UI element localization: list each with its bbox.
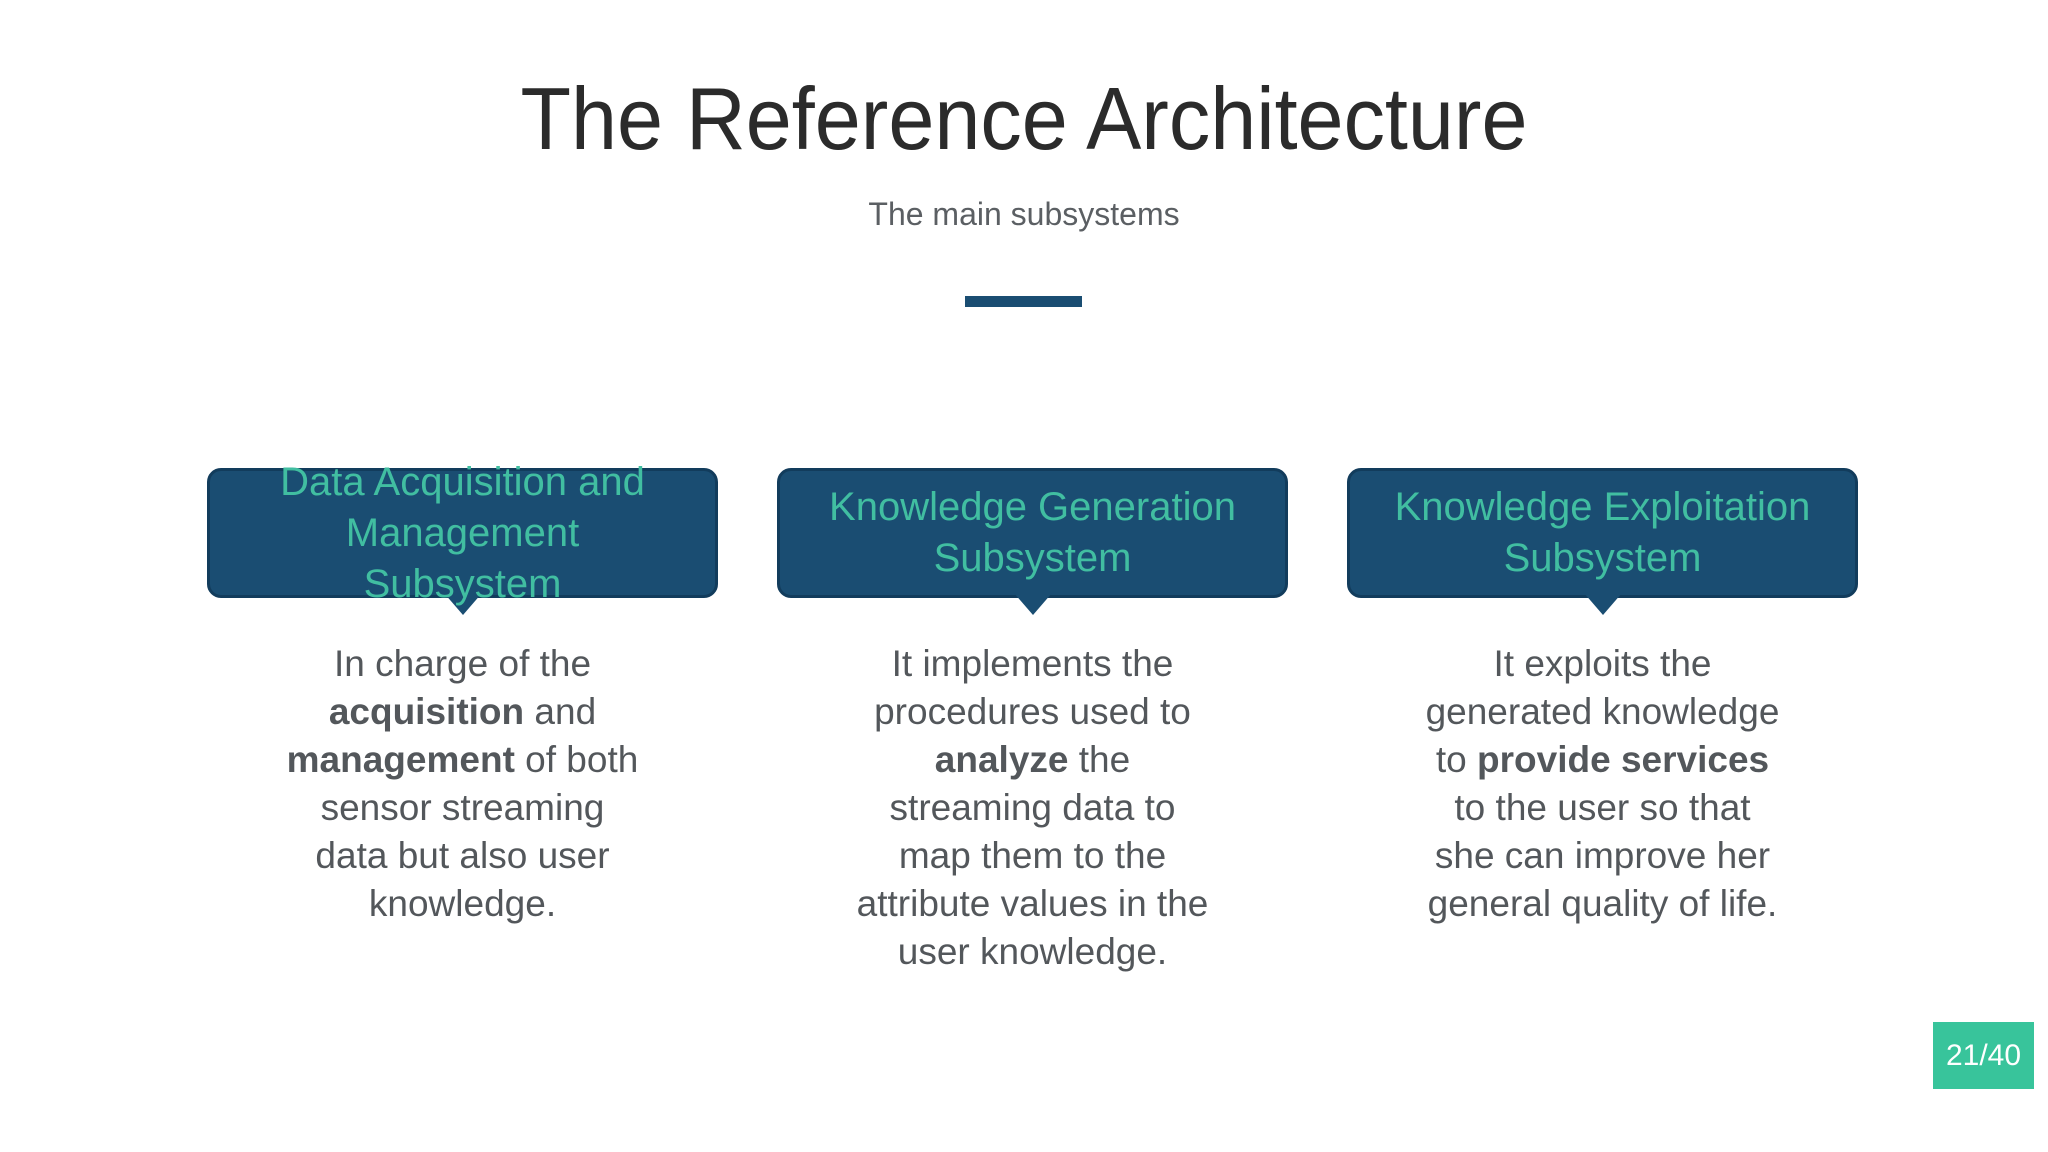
page-title: The Reference Architecture (520, 69, 1528, 168)
page-subtitle: The main subsystems (868, 196, 1180, 232)
title-divider (965, 296, 1082, 307)
page-number-badge: 21/40 (1933, 1022, 2034, 1089)
